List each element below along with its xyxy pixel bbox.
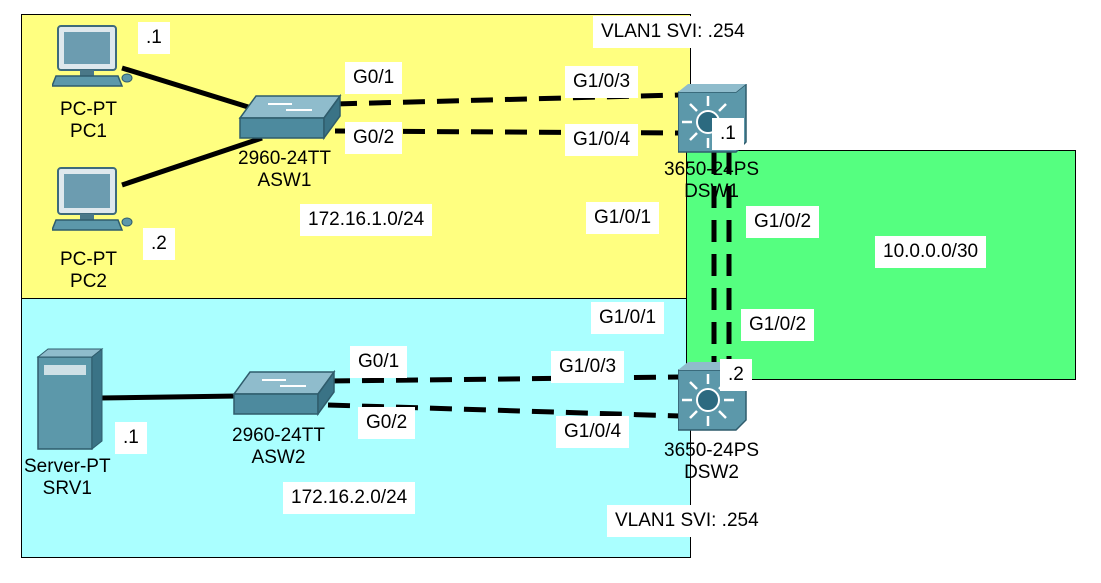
pc2-label: PC-PT PC2 xyxy=(60,249,117,293)
pc2-model: PC-PT xyxy=(60,249,117,270)
port-label-dsw1-g101: G1/0/1 xyxy=(586,202,660,234)
srv1-ip-label: .1 xyxy=(115,422,147,454)
port-label-asw1-g01: G0/1 xyxy=(345,62,403,94)
port-label-dsw1-g103: G1/0/3 xyxy=(565,66,639,98)
pc2-ip-label: .2 xyxy=(143,228,175,260)
port-label-asw1-g02: G0/2 xyxy=(345,122,403,154)
dsw2-name: DSW2 xyxy=(684,462,739,483)
pc1-ip-label: .1 xyxy=(138,22,170,54)
subnet-label-lan-b: 172.16.2.0/24 xyxy=(283,482,416,514)
link-srv1-asw2 xyxy=(99,393,239,401)
subnet-label-transit: 10.0.0.0/30 xyxy=(875,236,987,268)
asw2-model: 2960-24TT xyxy=(232,425,325,446)
pc2[interactable] xyxy=(50,166,134,243)
switch-icon xyxy=(232,369,336,417)
asw1[interactable] xyxy=(238,93,342,149)
dsw1-label: 3650-24PS DSW1 xyxy=(664,159,759,203)
dsw2-ip-label: .2 xyxy=(720,359,752,391)
asw2-label: 2960-24TT ASW2 xyxy=(232,425,325,469)
pc1-model: PC-PT xyxy=(60,99,117,120)
server-icon xyxy=(36,347,104,451)
dsw1-model: 3650-24PS xyxy=(664,159,760,180)
link-pc1-asw1 xyxy=(121,65,259,113)
port-label-asw2-g01: G0/1 xyxy=(350,346,408,378)
subnet-label-lan-a: 172.16.1.0/24 xyxy=(300,204,433,236)
port-label-dsw1-g104: G1/0/4 xyxy=(565,124,639,156)
pc-icon xyxy=(50,25,133,87)
port-label-dsw1-g102: G1/0/2 xyxy=(746,206,820,238)
dsw1-ip-label: .1 xyxy=(712,118,744,150)
port-label-dsw2-g103: G1/0/3 xyxy=(551,351,625,383)
svi-label-dsw2: VLAN1 SVI: .254 xyxy=(607,505,767,537)
pc1[interactable] xyxy=(50,24,134,99)
srv1-model: Server-PT xyxy=(24,456,111,477)
asw1-name: ASW1 xyxy=(257,170,312,191)
asw1-label: 2960-24TT ASW1 xyxy=(238,148,331,192)
pc1-name: PC1 xyxy=(70,121,107,142)
pc2-name: PC2 xyxy=(70,271,107,292)
switch-icon xyxy=(238,93,342,141)
asw1-model: 2960-24TT xyxy=(238,148,331,169)
dsw2-model: 3650-24PS xyxy=(664,440,760,461)
asw2[interactable] xyxy=(232,369,336,425)
port-label-dsw2-g102: G1/0/2 xyxy=(741,309,815,341)
asw2-name: ASW2 xyxy=(251,447,306,468)
link-asw2-dsw2-b xyxy=(327,402,681,419)
pc-icon xyxy=(50,167,133,231)
link-pc2-asw1 xyxy=(121,135,263,188)
dsw2-label: 3650-24PS DSW2 xyxy=(664,440,759,484)
srv1-name: SRV1 xyxy=(42,478,92,499)
pc1-label: PC-PT PC1 xyxy=(60,99,117,143)
srv1-label: Server-PT SRV1 xyxy=(24,456,111,500)
dsw1-name: DSW1 xyxy=(684,181,739,202)
srv1[interactable] xyxy=(36,347,104,456)
port-label-dsw2-g101: G1/0/1 xyxy=(591,302,665,334)
port-label-dsw2-g104: G1/0/4 xyxy=(556,416,630,448)
svi-label-dsw1: VLAN1 SVI: .254 xyxy=(593,16,753,48)
port-label-asw2-g02: G0/2 xyxy=(358,407,416,439)
